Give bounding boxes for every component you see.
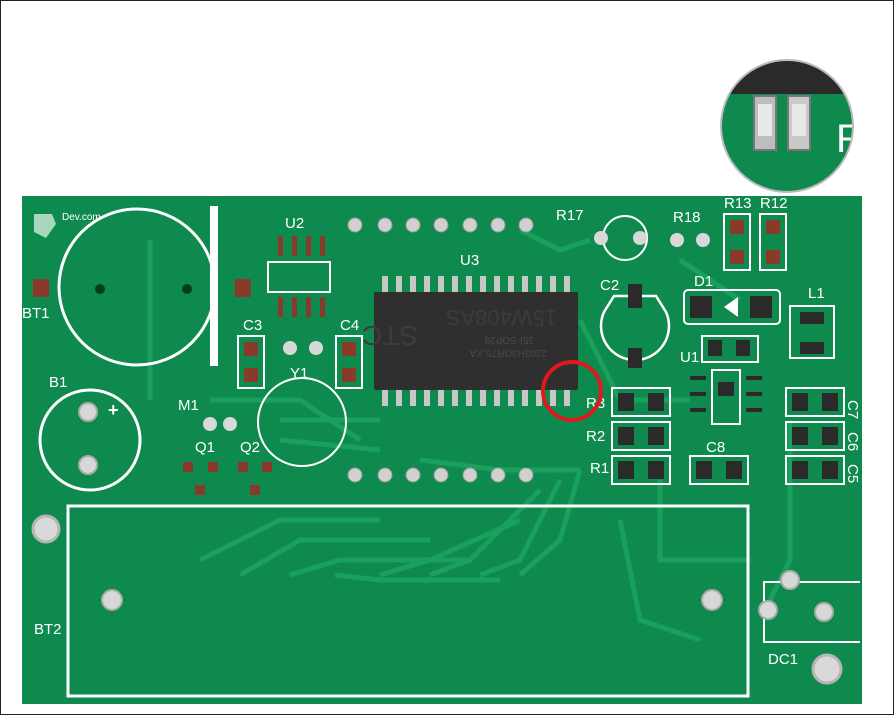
- label-r2: R2: [586, 428, 605, 445]
- label-m1: M1: [178, 397, 199, 414]
- label-c8: C8: [706, 439, 725, 456]
- chip-line1: 2203H3GR75.XA: [469, 347, 547, 358]
- label-c7: C7: [844, 400, 861, 419]
- b1-footprint: [38, 388, 142, 492]
- label-c5: C5: [844, 464, 861, 483]
- logo-text: Dev.com: [62, 212, 101, 223]
- label-q2: Q2: [240, 439, 260, 456]
- label-q1: Q1: [195, 439, 215, 456]
- mount-hole: [811, 653, 843, 685]
- label-dc1: DC1: [768, 651, 798, 668]
- top-header: [347, 217, 534, 233]
- label-c4: C4: [340, 317, 359, 334]
- label-r12: R12: [760, 195, 788, 212]
- label-c2: C2: [600, 277, 619, 294]
- u3-pins-bottom: [382, 388, 570, 406]
- u3-marking: STC 2203H3GR75.XA 35I-SOP28 15W408AS: [362, 305, 557, 358]
- logo: Dev.com: [34, 212, 101, 238]
- bottom-header: [347, 467, 534, 483]
- bt2-outline: [66, 504, 750, 698]
- label-r17: R17: [556, 207, 584, 224]
- chip-brand: STC: [362, 320, 418, 351]
- bt1-footprint: [33, 206, 251, 367]
- label-c3: C3: [243, 317, 262, 334]
- chip-line2: 35I-SOP28: [484, 334, 534, 345]
- label-bt1: BT1: [22, 305, 50, 322]
- label-u2: U2: [285, 215, 304, 232]
- label-d1: D1: [694, 273, 713, 290]
- label-c6: C6: [844, 432, 861, 451]
- u2-pads: [278, 236, 325, 317]
- inset-label: R: [836, 117, 865, 161]
- pcb-traces: [147, 227, 793, 643]
- label-bt2: BT2: [34, 621, 62, 638]
- label-r13: R13: [724, 195, 752, 212]
- label-u1: U1: [680, 349, 699, 366]
- highlight-circle: [541, 360, 603, 422]
- label-r18: R18: [673, 209, 701, 226]
- u3-pins-top: [382, 276, 570, 294]
- c-pads-right: [785, 387, 845, 485]
- chip-model: 15W408AS: [446, 305, 557, 330]
- r-pads: [611, 387, 671, 485]
- mount-hole: [31, 514, 61, 544]
- label-l1: L1: [808, 285, 825, 302]
- label-u3: U3: [460, 252, 479, 269]
- plus-sign: +: [108, 400, 119, 420]
- q1-pads: [183, 462, 272, 495]
- zoom-inset: R: [720, 59, 865, 193]
- u3-chip: [374, 292, 578, 390]
- label-r1: R1: [590, 460, 609, 477]
- label-b1: B1: [49, 374, 67, 391]
